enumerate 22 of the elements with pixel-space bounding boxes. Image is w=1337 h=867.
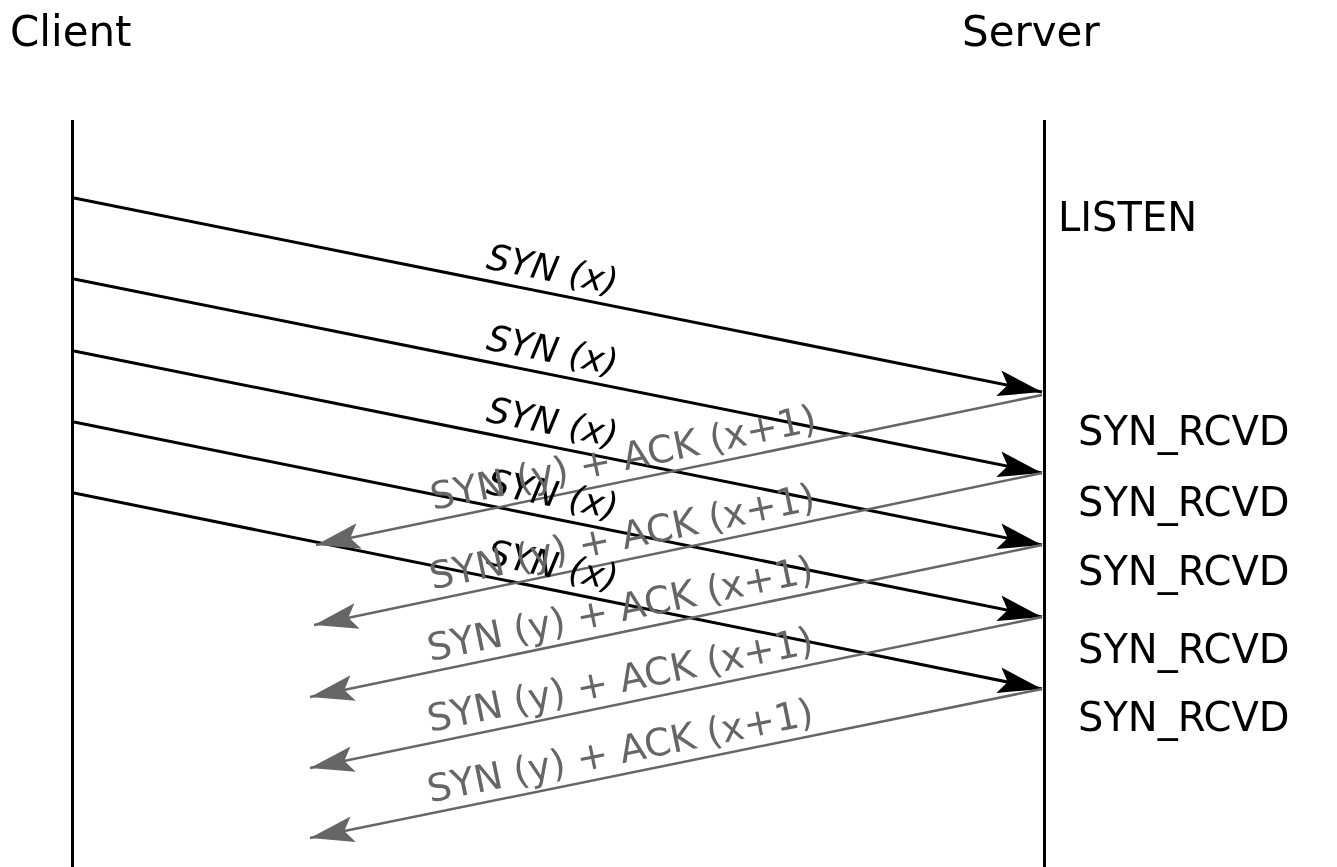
arrow: [309, 687, 1043, 842]
lifeline: [70, 120, 74, 867]
participant-name: Client: [10, 6, 132, 58]
arrow: [73, 491, 1043, 693]
state-label: SYN_RCVD: [1078, 547, 1290, 596]
state-label: SYN_RCVD: [1078, 625, 1290, 674]
lifeline: [1042, 120, 1046, 867]
state-label: SYN_RCVD: [1078, 478, 1290, 527]
arrow: [309, 615, 1043, 772]
participant-name: Server: [962, 6, 1100, 58]
state-label: SYN_RCVD: [1078, 693, 1290, 742]
state-label: LISTEN: [1058, 193, 1198, 242]
arrow: [313, 471, 1043, 629]
edge-label: SYN (x): [484, 238, 622, 301]
arrow: [73, 420, 1043, 622]
arrow: [73, 196, 1043, 397]
arrow: [73, 277, 1043, 478]
arrow: [315, 393, 1043, 549]
arrow: [309, 543, 1043, 701]
arrow: [73, 349, 1043, 550]
edge-label: SYN (x): [484, 319, 622, 382]
state-label: SYN_RCVD: [1078, 407, 1290, 456]
